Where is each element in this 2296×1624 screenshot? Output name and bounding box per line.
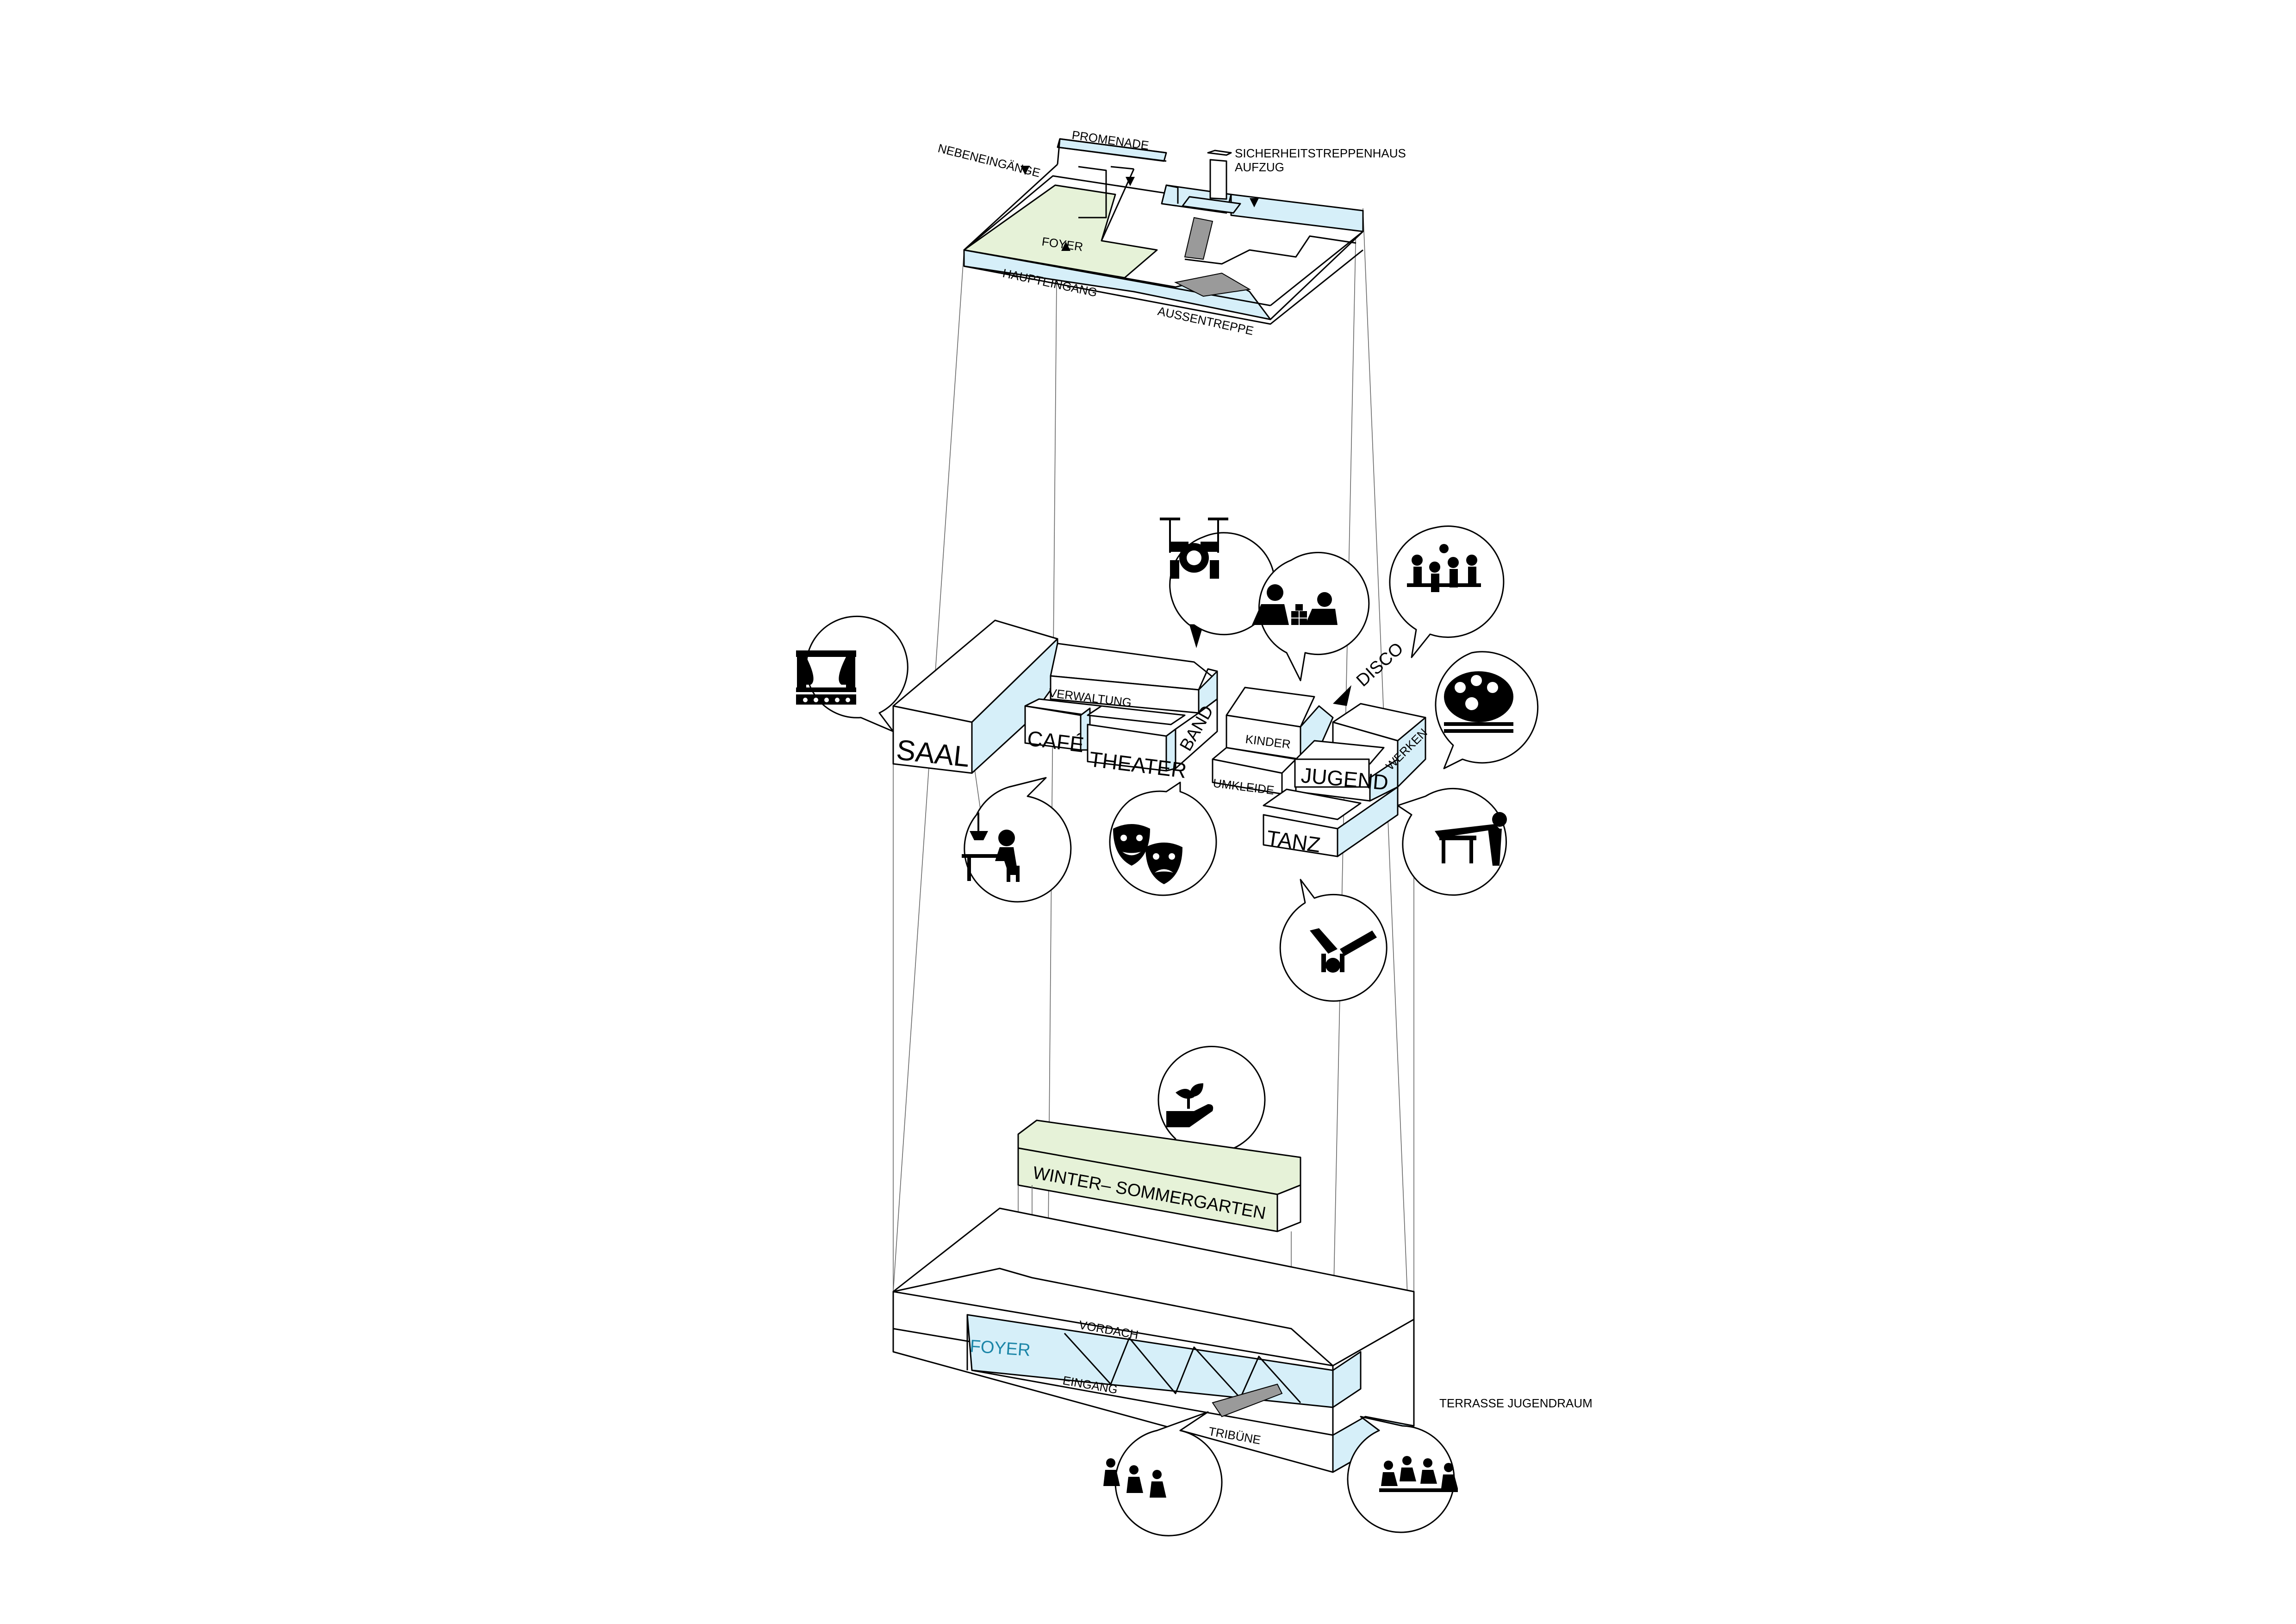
paint-palette-bubble: [1435, 651, 1539, 769]
woodworking-icon: [1435, 812, 1507, 866]
ground-floor-plan: [963, 138, 1364, 325]
paint-palette-icon: [1444, 671, 1513, 733]
audience-seats-bubble: [1103, 1411, 1223, 1537]
foyer-label: FOYER: [969, 1337, 1031, 1360]
terrasse-jugendraum-label: TERRASSE JUGENDRAUM: [1439, 1396, 1593, 1410]
stage-curtain-icon: [796, 650, 856, 705]
cafe-person-icon: [962, 812, 1020, 882]
audience-seats-icon: [1103, 1458, 1166, 1498]
terrace-group-bubble: [1347, 1416, 1458, 1533]
band-arrow-icon: [1189, 625, 1203, 648]
drum-kit-icon: [1160, 518, 1228, 579]
theater-masks-bubble: [1109, 781, 1217, 896]
nebeneingaenge-label: NEBENEINGÄNGE: [937, 141, 1042, 180]
aufzug-label: AUFZUG: [1235, 160, 1284, 174]
theater-masks-icon: [1113, 824, 1182, 884]
drum-kit-bubble: [1160, 518, 1276, 636]
cafe-person-bubble: [962, 777, 1072, 903]
disco-dancers-icon: [1407, 544, 1481, 592]
terrace-group-icon: [1379, 1456, 1458, 1492]
disco-arrow-icon: [1333, 685, 1351, 706]
winter-garden-volume: [1017, 1119, 1301, 1232]
stage-curtain-bubble: [796, 615, 908, 732]
sicherheitstreppenhaus-label: SICHERHEITSTREPPENHAUS: [1235, 146, 1406, 160]
children-playing-bubble: [1252, 552, 1370, 681]
children-playing-icon: [1252, 584, 1338, 625]
plant-in-hand-icon: [1166, 1083, 1213, 1127]
ground-floor-base: [892, 1207, 1415, 1473]
woodworking-bubble: [1397, 787, 1507, 896]
saal-label: SAAL: [895, 734, 971, 773]
upper-floor-volumes: [892, 619, 1426, 857]
breakdance-bubble: [1279, 879, 1388, 1002]
disco-label: DISCO: [1353, 639, 1407, 691]
breakdance-icon: [1310, 928, 1377, 973]
disco-dancers-bubble: [1389, 525, 1505, 658]
tribuene-label: TRIBÜNE: [1207, 1424, 1262, 1447]
jugend-frame: [1294, 758, 1370, 788]
